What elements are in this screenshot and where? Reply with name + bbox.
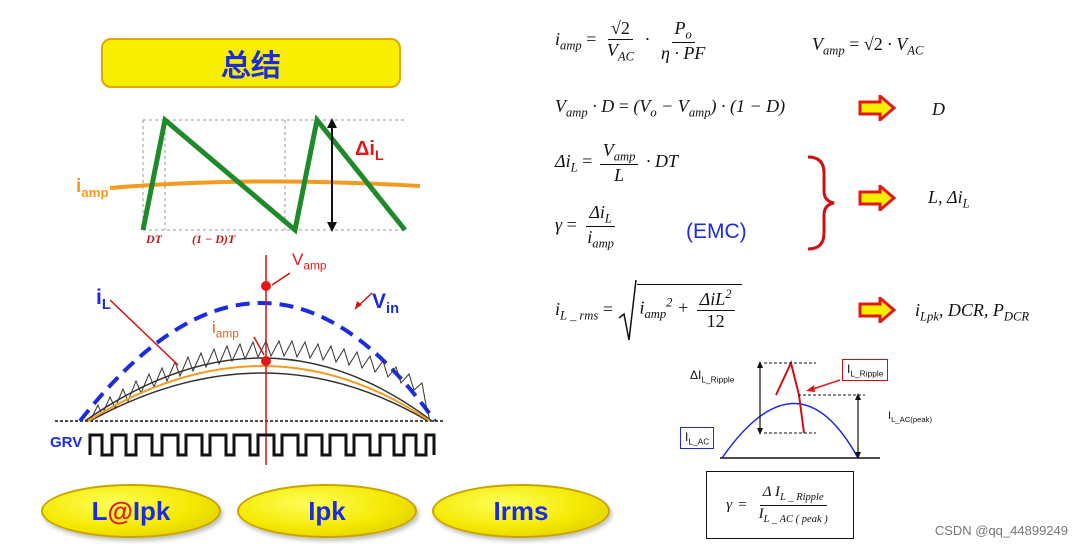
- result-d: D: [932, 99, 945, 119]
- irms-button[interactable]: Irms: [432, 484, 610, 538]
- arrow-right-icon: [858, 297, 896, 323]
- arrow-right-icon: [858, 95, 896, 121]
- i-ac-peak-label: IL_AC(peak): [888, 410, 933, 425]
- ripple-waveform-diagram: [109, 114, 421, 235]
- rectified-sine-diagram: [55, 255, 445, 465]
- il-zigzag: [89, 339, 431, 422]
- page-title: 总结: [221, 49, 281, 84]
- one-minus-d-t-label: (1 − D)T: [192, 232, 236, 246]
- delta-i-ripple-label: ΔIL_Ripple: [690, 368, 735, 385]
- iamp-sine-label: iamp: [212, 318, 239, 341]
- delta-il-label: ΔiL: [355, 138, 384, 163]
- grv-label: GRV: [50, 434, 83, 451]
- ripple-peak-diagram: [720, 360, 880, 459]
- vin-label: Vin: [372, 290, 400, 318]
- grv-square-wave: [88, 433, 436, 457]
- i-ripple-box: IL_Ripple: [842, 359, 889, 382]
- result-ilpk-dcr-pdcr: iLpk, DCR, PDCR: [915, 300, 1030, 324]
- inductor-current-wave: [140, 114, 407, 235]
- ipk-button[interactable]: Ipk: [237, 484, 417, 538]
- formula-vamp: Vamp = √2 · VAC: [812, 34, 924, 58]
- arrow-right-icon: [858, 185, 896, 211]
- il-label: iL: [96, 286, 111, 314]
- emc-label: (EMC): [686, 220, 747, 243]
- brace-icon: [807, 155, 835, 251]
- dt-label: DT: [146, 232, 162, 246]
- l-at-ipk-button[interactable]: L@Ipk: [41, 484, 221, 538]
- title-box: 总结: [101, 38, 401, 88]
- watermark: CSDN @qq_44899249: [934, 523, 1068, 538]
- formula-duty: Vamp · D = (Vo − Vamp) · (1 − D): [555, 96, 786, 120]
- result-l-delta-il: L, ΔiL: [928, 187, 970, 211]
- vin-curve: [78, 301, 437, 423]
- vamp-label: Vamp: [292, 250, 327, 273]
- i-ac-box: IL_AC: [680, 427, 715, 450]
- iamp-label: iamp: [76, 176, 109, 200]
- iamp-line: [109, 179, 421, 190]
